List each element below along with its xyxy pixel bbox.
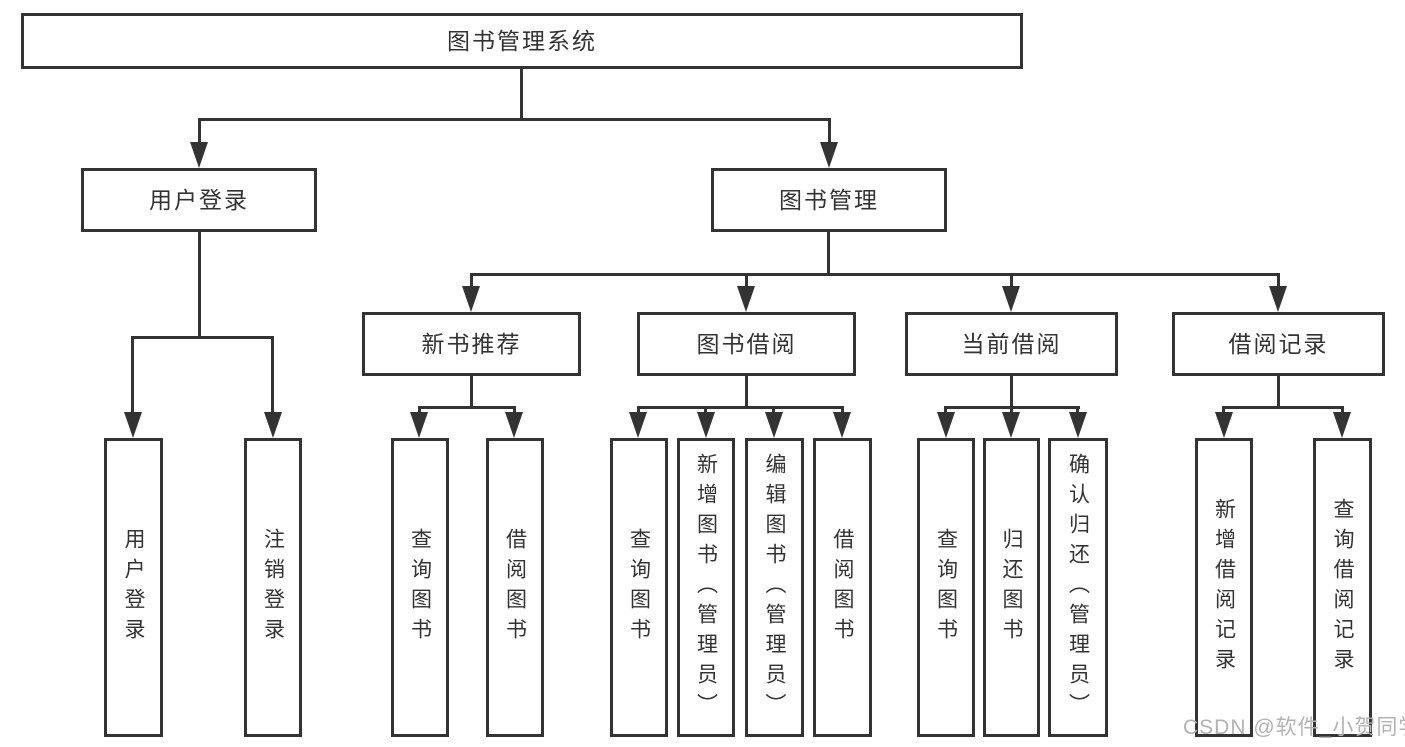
connector-line <box>841 406 844 414</box>
arrowhead <box>820 142 838 168</box>
connector-line <box>1076 406 1079 414</box>
leaf-return-book: 归还图书 <box>983 438 1040 737</box>
connector-line <box>1010 406 1013 414</box>
node-new-book-recommend: 新书推荐 <box>362 312 581 376</box>
connector-line <box>772 406 775 414</box>
node-user-login: 用户登录 <box>81 168 317 232</box>
connector-line <box>1341 406 1344 414</box>
connector-line <box>198 232 201 336</box>
arrowhead <box>1069 412 1087 438</box>
node-book-borrow: 图书借阅 <box>637 312 856 376</box>
connector-line <box>198 118 831 121</box>
connector-line <box>1222 406 1344 409</box>
connector-line <box>828 118 831 146</box>
connector-line <box>704 406 707 414</box>
connector-line <box>418 406 516 409</box>
connector-line <box>1010 273 1013 288</box>
arrowhead <box>833 412 851 438</box>
leaf-user-login: 用户登录 <box>104 438 163 737</box>
node-book-management: 图书管理 <box>711 168 947 232</box>
leaf-borrow-book-1: 借阅图书 <box>486 438 544 737</box>
leaf-query-book-2: 查询图书 <box>610 438 668 737</box>
connector-line <box>745 273 748 288</box>
connector-line <box>470 273 1280 276</box>
leaf-logout: 注销登录 <box>244 438 302 737</box>
csdn-watermark: CSDN @软件_小贺同学 <box>1183 716 1405 739</box>
arrowhead <box>697 412 715 438</box>
connector-line <box>944 406 947 414</box>
arrowhead <box>1215 412 1233 438</box>
connector-line <box>513 406 516 414</box>
leaf-add-borrow-record: 新增借阅记录 <box>1195 438 1253 737</box>
connector-line <box>1277 273 1280 288</box>
arrowhead <box>410 412 428 438</box>
leaf-borrow-book-2: 借阅图书 <box>813 438 872 737</box>
node-current-borrow: 当前借阅 <box>905 312 1118 376</box>
arrowhead <box>1002 286 1020 312</box>
leaf-edit-book-admin: 编辑图书（管理员） <box>745 438 804 737</box>
arrowhead <box>505 412 523 438</box>
connector-line <box>1277 376 1280 406</box>
connector-line <box>470 376 473 406</box>
leaf-query-book-1: 查询图书 <box>391 438 449 737</box>
arrowhead <box>737 286 755 312</box>
node-root: 图书管理系统 <box>21 13 1023 69</box>
connector-line <box>131 336 134 414</box>
connector-line <box>637 406 640 414</box>
connector-line <box>470 273 473 288</box>
leaf-confirm-return-admin: 确认归还（管理员） <box>1048 438 1108 737</box>
connector-line <box>520 69 523 118</box>
connector-line <box>745 376 748 406</box>
arrowhead <box>1333 412 1351 438</box>
connector-line <box>1010 376 1013 406</box>
connector-line <box>271 336 274 414</box>
connector-line <box>418 406 421 414</box>
connector-line <box>827 232 830 276</box>
arrowhead <box>462 286 480 312</box>
connector-line <box>198 118 201 146</box>
leaf-query-book-3: 查询图书 <box>917 438 975 737</box>
arrowhead <box>190 142 208 168</box>
arrowhead <box>124 412 142 438</box>
leaf-query-borrow-record: 查询借阅记录 <box>1313 438 1372 737</box>
arrowhead <box>1002 412 1020 438</box>
connector-line <box>131 336 274 339</box>
arrowhead <box>264 412 282 438</box>
arrowhead <box>629 412 647 438</box>
arrowhead <box>937 412 955 438</box>
connector-line <box>1222 406 1225 414</box>
arrowhead <box>1269 286 1287 312</box>
arrowhead <box>765 412 783 438</box>
connector-line <box>637 406 844 409</box>
leaf-add-book-admin: 新增图书（管理员） <box>677 438 735 737</box>
node-borrow-record: 借阅记录 <box>1172 312 1385 376</box>
